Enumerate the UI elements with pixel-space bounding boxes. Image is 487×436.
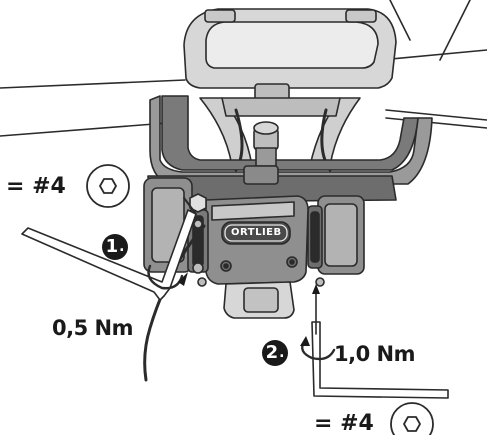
step-number-2: 2 <box>265 342 279 363</box>
hexagon-socket-icon <box>86 164 130 208</box>
step-dot-2: . <box>279 345 285 361</box>
rotation-arrow-icon-2 <box>301 340 336 361</box>
top-screw <box>243 121 279 185</box>
up-arrow-head <box>312 284 320 294</box>
step-dot-1: . <box>119 239 125 255</box>
step-number-1: 1 <box>105 236 119 257</box>
handlebar-lines <box>0 0 487 137</box>
torque-label-2: 1,0 Nm <box>334 342 415 366</box>
rotation-arrow-head <box>178 272 188 286</box>
ortlieb-logo: ORTLIEB <box>231 227 282 238</box>
right-side-plate <box>307 195 365 275</box>
brake-cable <box>143 224 206 382</box>
tool-size-label-2: = #4 <box>314 411 374 436</box>
step-badge-2: 2. <box>262 340 288 366</box>
left-hex-screw <box>189 193 207 213</box>
central-mount <box>187 195 309 285</box>
bike-computer <box>183 8 397 101</box>
torque-label-1: 0,5 Nm <box>52 316 133 340</box>
lower-stem <box>197 277 325 319</box>
tool-size-label-1: = #4 <box>6 174 66 199</box>
rotation-arrow-icon <box>147 264 184 290</box>
rotation-arrow-head-2 <box>300 336 310 346</box>
right-allen-key <box>311 321 449 399</box>
step-badge-1: 1. <box>102 234 128 260</box>
left-allen-key <box>21 197 197 301</box>
hexagon-socket-icon-2 <box>390 402 434 435</box>
